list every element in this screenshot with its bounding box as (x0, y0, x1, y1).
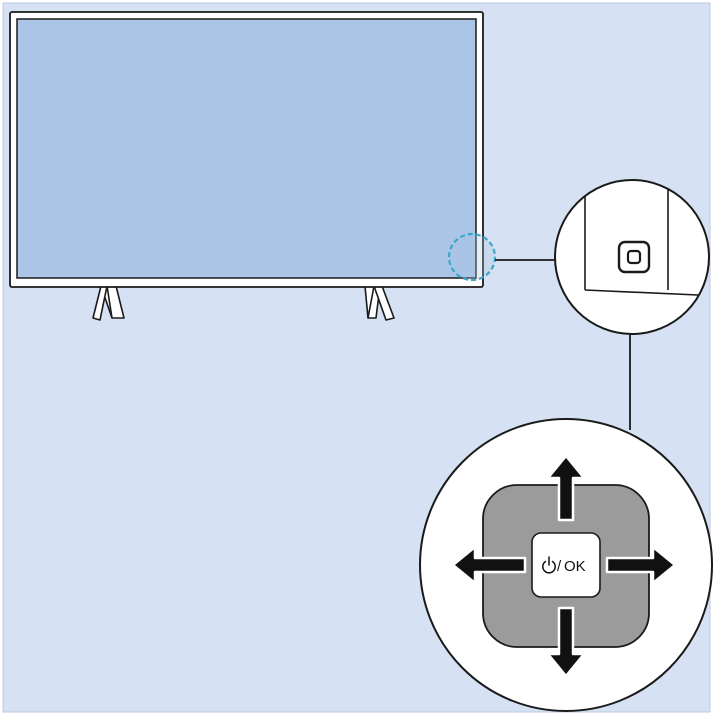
television (9, 11, 484, 288)
jog-controller-closeup: / OK (419, 418, 713, 712)
ok-label: OK (564, 558, 586, 575)
tv-screen (16, 18, 477, 279)
arrow-right-icon (605, 545, 677, 585)
tv-button-closeup (554, 179, 710, 335)
center-ok-button: / OK (531, 532, 601, 598)
power-icon (542, 556, 556, 574)
ok-separator: / (557, 558, 562, 575)
arrow-up-icon (546, 454, 586, 522)
button-location-marker (447, 232, 497, 282)
arrow-left-icon (451, 545, 527, 585)
arrow-down-icon (546, 606, 586, 678)
tv-control-button-icon (617, 240, 651, 274)
